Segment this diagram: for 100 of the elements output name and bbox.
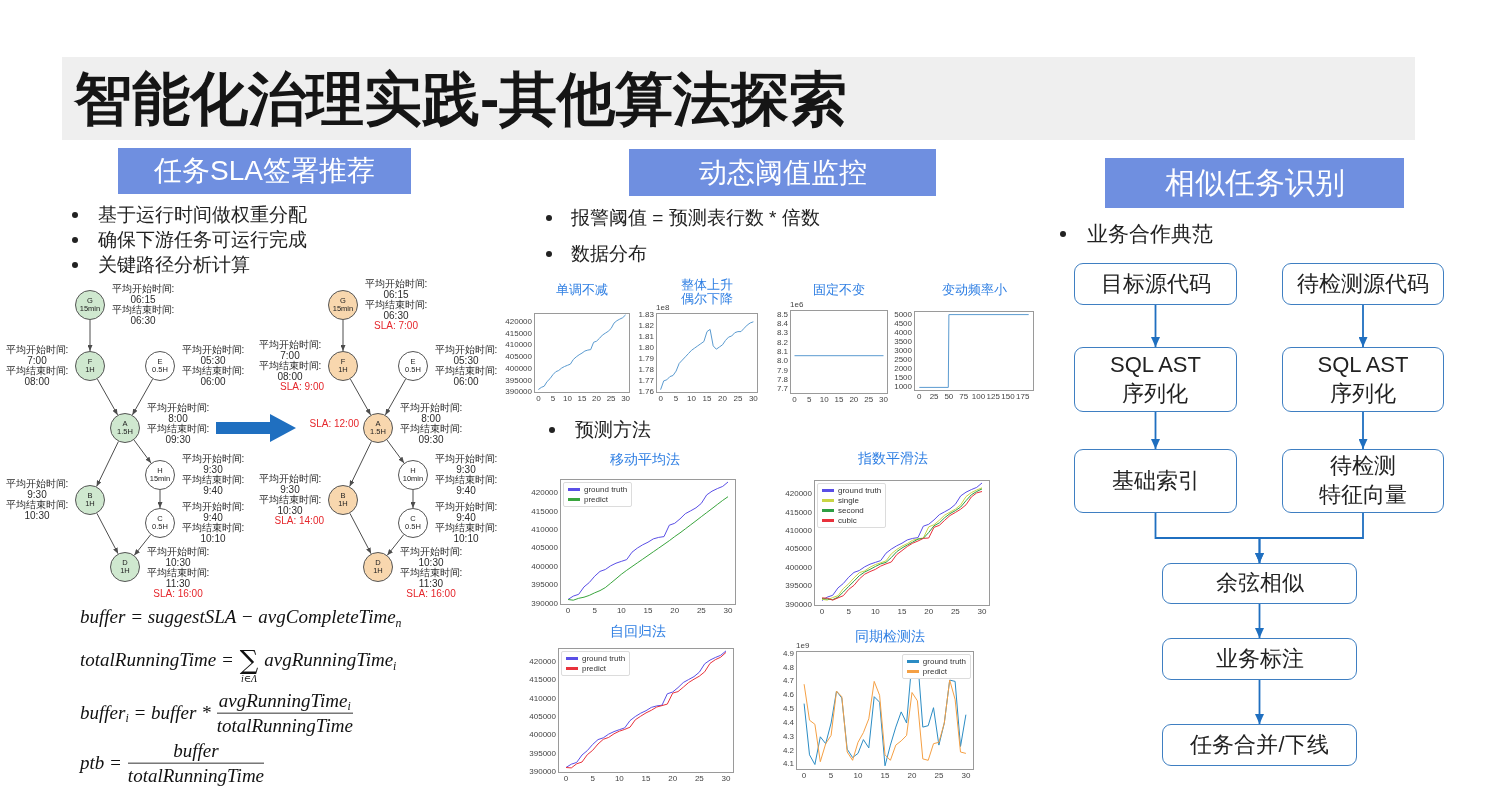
legend-text: cubic <box>838 516 857 525</box>
process-box: 基础索引 <box>1074 449 1237 513</box>
axis-tick-label: 400000 <box>531 562 558 571</box>
process-box: 待检测源代码 <box>1282 263 1444 305</box>
axis-tick-label: 30 <box>748 395 758 403</box>
axis-tick-label: 1.80 <box>638 344 654 353</box>
axis-tick-label: 20 <box>718 395 727 403</box>
axis-tick-label: 0 <box>819 608 825 616</box>
process-box: SQL AST 序列化 <box>1282 347 1444 412</box>
axis-tick-label: 1.79 <box>638 355 654 363</box>
fraction-denominator: totalRunningTime <box>216 714 353 737</box>
axis-tick-label: 7.7 <box>776 385 788 394</box>
chart-title: 同期检测法 <box>855 629 925 645</box>
axis-tick-label: 415000 <box>505 329 532 338</box>
axis-tick-label: 175 <box>1016 393 1030 401</box>
axis-tick-label: 4.6 <box>782 691 794 700</box>
time-note: 平均结束时间: 10:10 <box>433 523 499 544</box>
axis-tick-label: 405000 <box>505 353 532 362</box>
axis-tick-label: 30 <box>721 775 731 783</box>
time-note: 平均结束时间: 06:30 <box>363 299 429 321</box>
axis-tick-label: 20 <box>849 396 859 404</box>
axis-tick-label: 10 <box>819 396 829 404</box>
chart-title: 自回归法 <box>610 624 666 640</box>
axis-tick-label: 20 <box>592 395 601 403</box>
time-note: 平均开始时间: 7:00 <box>4 345 70 366</box>
axis-tick-label: 15 <box>643 607 653 615</box>
arrow <box>133 534 152 556</box>
axis-tick-label: 20 <box>670 607 680 615</box>
axis-tick-label: 390000 <box>531 599 558 608</box>
axis-offset-label: 1e6 <box>790 301 804 309</box>
time-note: 平均结束时间: 11:30 <box>145 567 211 589</box>
legend-text: ground truth <box>582 654 626 663</box>
bullet-text: 业务合作典范 <box>1087 221 1213 247</box>
axis-tick-label: 400000 <box>785 563 812 572</box>
axis-tick-label: 420000 <box>531 489 558 498</box>
legend-text: predict <box>922 667 947 676</box>
arrow <box>340 319 346 352</box>
formula-text: buffer$_{i}$ = buffer * <box>80 702 211 724</box>
time-note: 平均结束时间: 9:40 <box>433 475 499 496</box>
axis-tick-label: 10 <box>614 775 624 783</box>
arrow <box>349 441 372 487</box>
axis-tick-label: 0 <box>563 775 569 783</box>
task-node <box>363 413 393 443</box>
axis-tick-label: 0 <box>792 396 797 404</box>
axis-tick-label: 2000 <box>894 365 912 374</box>
axis-tick-label: 395000 <box>531 581 558 590</box>
axis-tick-label: 75 <box>959 393 969 401</box>
axis-tick-label: 410000 <box>505 341 532 350</box>
arrow <box>1255 512 1364 564</box>
axis-tick-label: 8.5 <box>776 310 788 319</box>
axis-tick-label: 10 <box>870 608 880 616</box>
task-node <box>75 485 105 515</box>
axis-tick-label: 410000 <box>529 694 556 703</box>
time-note: 平均结束时间: 10:30 <box>257 494 323 516</box>
axis-tick-label: 25 <box>929 393 939 401</box>
bullet-text: 数据分布 <box>571 242 647 266</box>
time-note: 平均结束时间: 09:30 <box>398 424 464 445</box>
axis-tick-label: 10 <box>687 395 696 403</box>
axis-tick-label: 0 <box>536 395 541 403</box>
axis-offset-label: 1e9 <box>796 642 810 650</box>
axis-tick-label: 25 <box>733 395 743 403</box>
axis-tick-label: 10 <box>853 772 863 780</box>
axis-tick-label: 405000 <box>529 712 556 721</box>
axis-tick-label: 20 <box>924 608 934 616</box>
axis-tick-label: 1.77 <box>638 376 654 385</box>
axis-tick-label: 150 <box>1001 393 1015 401</box>
time-note: 平均结束时间: 06:00 <box>433 366 499 387</box>
arrow <box>1255 603 1264 639</box>
time-note: 平均开始时间: 05:30 <box>433 345 499 366</box>
bullet-text: 确保下游任务可运行完成 <box>98 228 307 252</box>
axis-tick-label: 15 <box>641 775 651 783</box>
legend-text: ground truth <box>584 485 628 494</box>
sum-index: i∈Λ <box>240 673 258 685</box>
axis-tick-label: 10 <box>616 607 626 615</box>
axis-tick-label: 4.8 <box>782 663 794 672</box>
axis-tick-label: 20 <box>907 772 917 780</box>
axis-tick-label: 410000 <box>531 526 558 534</box>
section-header: 相似任务识别 <box>1105 158 1404 208</box>
chart-title: 固定不变 <box>813 282 865 298</box>
chart-title: 整体上升偶尔下降 <box>681 277 733 307</box>
task-node <box>398 351 428 381</box>
task-node <box>363 552 393 582</box>
axis-tick-label: 5 <box>592 607 597 615</box>
sla-note: SLA: 9:00 <box>280 381 324 393</box>
axis-tick-label: 4.4 <box>782 718 794 727</box>
axis-tick-label: 25 <box>950 608 960 616</box>
task-node <box>398 508 428 538</box>
axis-tick-label: 30 <box>723 607 733 615</box>
sla-note: SLA: 16:00 <box>153 588 203 600</box>
time-note: 平均开始时间: 8:00 <box>398 403 464 424</box>
time-note: 平均开始时间: 9:30 <box>180 454 246 475</box>
axis-tick-label: 30 <box>621 395 631 403</box>
axis-tick-label: 1500 <box>894 374 912 383</box>
axis-tick-label: 405000 <box>531 544 558 553</box>
axis-tick-label: 1.82 <box>638 322 654 331</box>
axis-tick-label: 8.4 <box>776 320 788 328</box>
axis-tick-label: 15 <box>880 772 890 780</box>
slide-title: 智能化治理实践-其他算法探索 <box>74 69 848 128</box>
sla-note: SLA: 12:00 <box>309 418 359 430</box>
arrow <box>1151 304 1160 348</box>
